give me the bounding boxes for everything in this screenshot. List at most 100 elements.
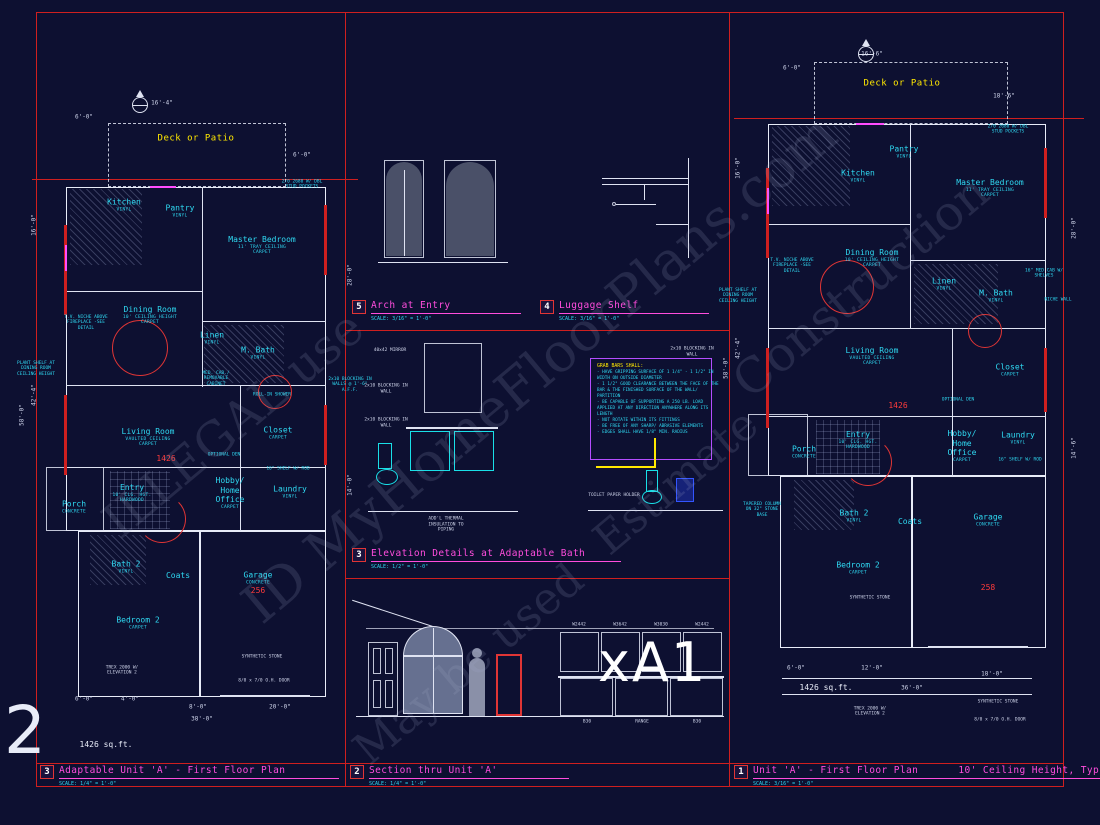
- floor-line: [368, 511, 518, 512]
- shelf-line: [602, 184, 688, 185]
- wall-cabinet: [683, 632, 722, 672]
- kitchen-tile-hatch: [772, 126, 850, 206]
- dimension-label: 28'-0": [346, 264, 354, 286]
- arch-opening-frame: [444, 160, 496, 258]
- room-label: 2/0 2680 W/ DBL STUD POCKETS: [281, 179, 323, 190]
- arch-at-entry-elevation: [378, 150, 508, 272]
- room-label: OPTIONAL DEN: [941, 397, 975, 403]
- vanity-cabinet: [454, 431, 494, 471]
- dimension-label: 58'-0": [18, 404, 26, 426]
- dimension-label: 16'-4": [151, 99, 173, 107]
- drawing-title: Arch at Entry: [371, 300, 451, 311]
- room-label: 8/0 x 7/0 O.H. DOOR: [974, 717, 1026, 723]
- ceiling-line: [366, 628, 714, 629]
- cabinet-label: B30: [692, 719, 702, 725]
- bath2-tile-hatch: [90, 535, 146, 585]
- toilet-tank: [646, 470, 658, 492]
- room-label: 8/0 x 7/0 O.H. DOOR: [238, 678, 290, 684]
- window-marker: [150, 186, 176, 188]
- drawing-scale: SCALE: 3/16" = 1'-0": [371, 316, 432, 322]
- wall-cabinet: [642, 632, 681, 672]
- detail-number-badge: 2: [350, 765, 364, 779]
- bearing-wall-segment: [64, 395, 67, 475]
- dimension-label: 16'-0": [30, 214, 38, 236]
- sheet-code-overlay: xA1: [598, 631, 708, 694]
- drawing-title: Luggage Shelf: [559, 300, 639, 311]
- garage-outline: [912, 476, 1046, 648]
- dimension-label: 36'-0": [901, 684, 923, 692]
- closet-rod-end: [612, 202, 616, 206]
- interior-wall: [952, 328, 953, 476]
- titleblock-luggage-shelf: 4 Luggage Shelf SCALE: 3/16" = 1'-0": [540, 300, 709, 322]
- room-label: SYNTHETIC STONE: [849, 595, 891, 601]
- room-label: SYNTHETIC STONE: [241, 654, 283, 660]
- interior-wall: [66, 467, 326, 468]
- room-label: TAPERED COLUMN ON 32" STONE BASE: [743, 501, 781, 518]
- room-label: 258: [980, 583, 996, 593]
- room-label: TREX 2000 W/ ELEVATION 2: [853, 706, 887, 717]
- room-label: 16" MED CAB W/ SHELVES: [1025, 268, 1063, 279]
- door-swing-arc: [138, 495, 186, 543]
- door-swing-arc: [844, 438, 892, 486]
- room-label: ROLL-IN SHOWER: [253, 392, 291, 398]
- deck-outline: [108, 123, 286, 187]
- bedroom-wing-outline: [78, 531, 200, 697]
- drawing-title: Adaptable Unit 'A' - First Floor Plan: [59, 765, 286, 776]
- dimension-line: [734, 118, 1084, 119]
- interior-wall: [66, 385, 326, 386]
- drawing-scale: SCALE: 1/4" = 1'-0": [59, 781, 117, 787]
- entry-hardwood-hatch: [110, 471, 170, 529]
- titleblock-adaptable-plan: 3 Adaptable Unit 'A' - First Floor Plan …: [40, 765, 339, 787]
- luggage-shelf-elevation: [596, 152, 696, 262]
- annotation-label: 2x10 BLOCKING IN WALL: [364, 383, 408, 394]
- interior-wall: [768, 224, 910, 225]
- note-line: - BE CAPABLE OF SUPPORTING A 250 LB. LOA…: [597, 400, 709, 418]
- front-door-elevation: [368, 642, 398, 716]
- dimension-label: 6'-0": [74, 113, 94, 121]
- door-panel: [373, 648, 381, 674]
- dimension-line: [32, 179, 358, 180]
- room-label: 2x10 BLOCKING IN WALLS @ 1'-6" A.F.F.: [328, 376, 372, 393]
- room-label: Deck or Patio: [863, 78, 941, 89]
- grab-bar: [654, 438, 656, 468]
- exterior-wall-outline: [768, 124, 1046, 476]
- detail-number-badge: 5: [352, 300, 366, 314]
- grab-bar-notes: GRAB BARS SHALL: - HAVE GRIPPING SURFACE…: [597, 364, 719, 436]
- floor-line: [588, 510, 723, 511]
- grab-bar: [596, 466, 654, 468]
- dimension-label: 6'-0": [74, 695, 94, 703]
- dimension-label: 14'-6": [1070, 437, 1078, 459]
- room-label: 16" SHELF W/ ROD: [998, 457, 1042, 463]
- dimension-label: 28'-0": [1070, 217, 1078, 239]
- room-label: 2/0 2680 W/ DBL STUD POCKETS: [987, 124, 1029, 135]
- door-mullion-line: [404, 170, 405, 256]
- wall-cabinet: [560, 632, 599, 672]
- exterior-wall-outline: [66, 187, 326, 531]
- interior-wall: [910, 124, 911, 328]
- column-divider-right: [729, 12, 730, 787]
- sheet-border-bottom: [36, 786, 1064, 787]
- interior-wall: [202, 187, 203, 387]
- room-label: Coats: [165, 571, 191, 581]
- note-line: - HAVE GRIPPING SURFACE OF 1 1/4" - 1 1/…: [597, 370, 714, 382]
- shelf-line: [656, 224, 688, 225]
- sheet-border-right: [1063, 12, 1064, 787]
- window-marker: [65, 245, 67, 271]
- drawing-scale: SCALE: 1/2" = 1'-0": [371, 564, 429, 570]
- sheet-number: 2: [4, 692, 46, 769]
